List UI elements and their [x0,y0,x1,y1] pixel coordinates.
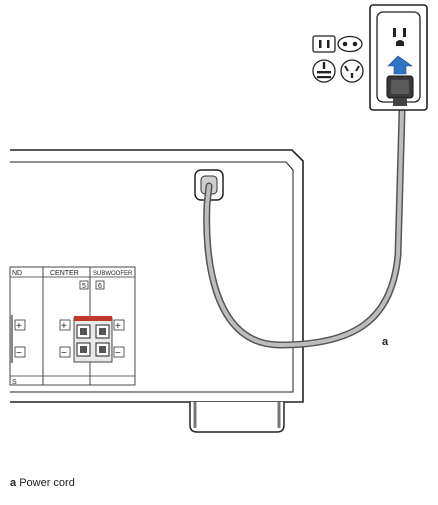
insert-arrow-icon [387,55,413,75]
caption-letter: a [10,477,17,489]
minus-marker: − [16,348,22,359]
minus-marker: − [115,348,121,359]
caption: a Power cord [10,477,75,489]
center-speaker-terminal [73,316,113,363]
bottom-label: S [12,379,17,386]
speaker-terminal-section: ND CENTER SUBWOOFER 5 6 + − + − + − [9,266,136,386]
receiver-rear-panel: ND CENTER SUBWOOFER 5 6 + − + − + − [9,149,304,433]
subwoofer-channel-number: 6 [98,283,102,290]
power-plug [386,75,414,106]
plus-marker: + [115,321,121,332]
wall-outlet [369,4,428,111]
flat-pin-outlet-icon [312,35,336,53]
plus-marker: + [61,321,67,332]
angled-pin-outlet-icon [340,59,364,83]
surround-label: ND [12,270,22,277]
plus-marker: + [16,321,22,332]
center-channel-number: 5 [82,283,86,290]
center-label: CENTER [50,270,79,277]
round-pin-outlet-icon [337,35,363,53]
outlet-type-icons [312,35,364,83]
subwoofer-label: SUBWOOFER [93,271,133,277]
minus-marker: − [61,348,67,359]
caption-text: Power cord [19,477,75,489]
receiver-foot [189,402,285,433]
power-cord [203,108,406,349]
grounded-outlet-icon [312,59,336,83]
callout-a-label: a [382,336,389,348]
